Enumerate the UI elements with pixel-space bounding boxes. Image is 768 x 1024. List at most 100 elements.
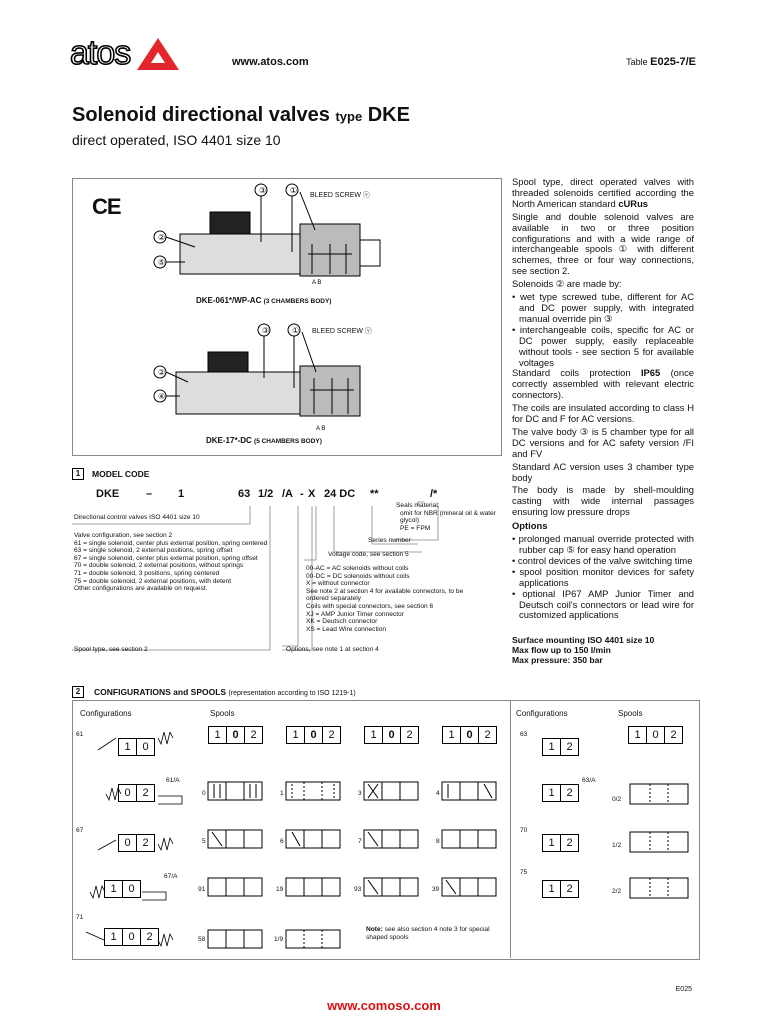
code-part-config: 63 <box>238 488 251 500</box>
config-label: 67 <box>76 827 84 834</box>
config-label: 63 <box>520 731 528 738</box>
spool-label: 1 <box>280 790 284 797</box>
svg-text:①: ① <box>292 326 299 335</box>
configurations-panel <box>72 700 700 960</box>
svg-text:A B: A B <box>316 426 325 432</box>
spool-type-ref: Spool type, see section 2 <box>74 646 148 653</box>
atos-logo: atos <box>69 30 180 73</box>
configurations-divider <box>510 700 511 958</box>
svg-text:atos: atos <box>70 34 130 72</box>
options-list: prolonged manual override protected with… <box>512 533 694 621</box>
code-part-dash2: - <box>300 488 304 500</box>
col-header-spools-left: Spools <box>210 709 235 718</box>
spool-label: 2/2 <box>612 888 622 895</box>
svg-text:⑤: ⑤ <box>158 258 165 267</box>
spool-label: 3 <box>358 790 362 797</box>
description-intro: Spool type, direct operated valves with … <box>512 176 694 209</box>
config-label: 70 <box>520 827 528 834</box>
code-part-voltage: 24 DC <box>324 488 356 500</box>
config-label: 75 <box>520 869 528 876</box>
model-code-leaders <box>72 501 439 651</box>
special-spools-note: Note: see also section 4 note 3 for spec… <box>366 926 490 941</box>
spool-label: 19 <box>276 886 284 893</box>
page-title: Solenoid directional valves type DKE <box>72 104 410 126</box>
spool-label: 7 <box>358 838 362 845</box>
config-label: 71 <box>76 914 84 921</box>
col-header-spools-right: Spools <box>618 709 643 718</box>
config-label: 67/A <box>164 873 178 880</box>
svg-text:③: ③ <box>259 186 266 195</box>
spool-label: 0/2 <box>612 796 622 803</box>
spool-label: 8 <box>436 838 440 845</box>
code-part-series: 1 <box>178 488 185 500</box>
bleed-screw-label-top: BLEED SCREW ⓥ <box>310 192 370 199</box>
section-number-2: 2 <box>72 686 84 698</box>
svg-text:②: ② <box>158 233 165 242</box>
series-number-label: Series number <box>368 537 411 544</box>
config-label: 61/A <box>166 777 180 784</box>
code-part-connector: X <box>308 488 316 500</box>
ce-mark: CE <box>92 194 122 219</box>
valve-specifications: Surface mounting ISO 4401 size 10 Max fl… <box>512 635 655 666</box>
svg-text:①: ① <box>290 186 297 195</box>
col-header-configurations-left: Configurations <box>80 709 132 718</box>
spool-symbols-grid <box>207 781 497 949</box>
config-label: 61 <box>76 731 84 738</box>
table-reference: Table E025-7/E <box>626 56 696 68</box>
description-column: Spool type, direct operated valves with … <box>512 176 695 666</box>
section-title-configurations: CONFIGURATIONS and SPOOLS (representatio… <box>94 687 356 697</box>
spool-symbols-right <box>629 783 689 899</box>
voltage-code-label: Voltage code, see section 5 <box>328 551 409 558</box>
spool-label: 39 <box>432 886 440 893</box>
spool-label: 91 <box>198 886 206 893</box>
description-solenoids: Solenoids ② are made by: <box>512 278 622 290</box>
spool-label: 5 <box>202 838 206 845</box>
valve-configuration-list: Valve configuration, see section 2 61 = … <box>74 532 268 593</box>
model-code-series-desc: Directional control valves ISO 4401 size… <box>74 514 200 521</box>
bleed-screw-label-bottom: BLEED SCREW ⓥ <box>312 328 372 335</box>
config-springs <box>85 732 183 948</box>
spool-label: 4 <box>436 790 440 797</box>
options-ref: Options, see note 1 at section 4 <box>286 646 379 653</box>
solenoid-features-list: wet type screwed tube, different for AC … <box>512 291 694 368</box>
spool-label: 1/9 <box>274 936 284 943</box>
footer-website-link[interactable]: www.comoso.com <box>327 998 441 1013</box>
svg-text:③: ③ <box>262 326 269 335</box>
drawing-caption-bottom: DKE-17*-DC (5 CHAMBERS BODY) <box>206 436 322 445</box>
code-part-seals: /* <box>430 488 438 500</box>
spool-label: 6 <box>280 838 284 845</box>
description-protection: Standard coils protection IP65 (once cor… <box>512 367 695 401</box>
col-header-configurations-right: Configurations <box>516 709 568 718</box>
spool-label: 1/2 <box>612 842 622 849</box>
code-part-dke: DKE <box>96 488 120 500</box>
svg-text:④: ④ <box>158 392 165 401</box>
code-part-dash: – <box>146 488 153 500</box>
valve-section-drawings: ② ⑤ ③ ① A B ② ④ ③ ① A B <box>153 183 381 432</box>
section-title-model-code: MODEL CODE <box>92 469 150 479</box>
svg-text:A B: A B <box>312 280 321 286</box>
page-subtitle: direct operated, ISO 4401 size 10 <box>72 132 281 148</box>
code-part-option: /A <box>282 488 293 500</box>
description-configurations: Single and double solenoid valves are av… <box>512 210 694 277</box>
spool-label: 0 <box>202 790 206 797</box>
header-website-link[interactable]: www.atos.com <box>232 56 309 68</box>
seals-material: Seals material: omit for NBR (mineral oi… <box>396 502 496 532</box>
valve-drawings-panel <box>72 178 502 456</box>
connector-list: 00-AC = AC solenoids without coils 00-DC… <box>306 565 464 633</box>
drawing-caption-top: DKE-061*/WP-AC (3 CHAMBERS BODY) <box>196 296 332 305</box>
svg-text:②: ② <box>158 368 165 377</box>
page-code: E025 <box>675 986 692 993</box>
spool-label: 93 <box>354 886 362 893</box>
